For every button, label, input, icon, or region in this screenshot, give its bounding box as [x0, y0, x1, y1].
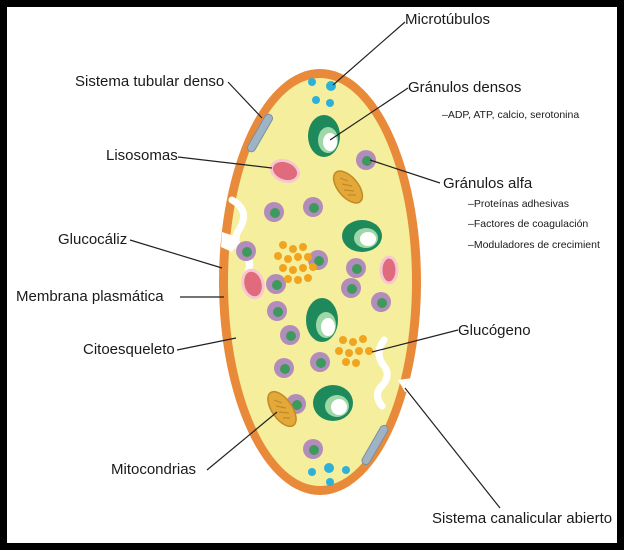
microtubule-dot: [326, 99, 334, 107]
microtubule-dot: [326, 81, 336, 91]
label-membrana-plasmatica: Membrana plasmática: [16, 289, 164, 304]
microtubule-dot: [312, 96, 320, 104]
label-microtubulos: Microtúbulos: [405, 12, 490, 27]
alpha-granule: [303, 439, 323, 459]
label-lisosomas: Lisosomas: [106, 148, 178, 163]
alpha-granule: [346, 258, 366, 278]
label-alfa-item: –Factores de coagulación: [468, 219, 588, 230]
alpha-granule: [356, 150, 376, 170]
alpha-granule: [266, 274, 286, 294]
alpha-granule: [274, 358, 294, 378]
label-granulos-densos: Gránulos densos: [408, 80, 521, 95]
label-glucogeno: Glucógeno: [458, 323, 531, 338]
label-sistema-canalicular-abierto: Sistema canalicular abierto: [432, 511, 612, 526]
alpha-granule: [280, 325, 300, 345]
label-citoesqueleto: Citoesqueleto: [83, 342, 175, 357]
microtubule-dot: [326, 478, 334, 486]
alpha-granule: [303, 197, 323, 217]
label-alfa-item: –Proteínas adhesivas: [468, 199, 569, 210]
alpha-granule: [341, 278, 361, 298]
microtubule-dot: [308, 468, 316, 476]
label-granulos-densos-contenido: –ADP, ATP, calcio, serotonina: [442, 110, 579, 121]
label-granulos-alfa: Gránulos alfa: [443, 176, 532, 191]
alpha-granule: [371, 292, 391, 312]
leader-canalicular: [405, 388, 500, 508]
label-mitocondrias: Mitocondrias: [111, 462, 196, 477]
leader-tubular-denso: [228, 82, 262, 118]
alpha-granule: [310, 352, 330, 372]
label-alfa-item: –Moduladores de crecimient: [468, 240, 600, 251]
leader-glucocaliz: [130, 240, 222, 268]
alpha-granule: [267, 301, 287, 321]
leader-microtubulos: [333, 22, 405, 85]
label-glucocaliz: Glucocáliz: [58, 232, 127, 247]
alpha-granule: [264, 202, 284, 222]
alpha-granule: [236, 241, 256, 261]
microtubule-dot: [342, 466, 350, 474]
lysosome: [381, 257, 397, 283]
microtubule-dot: [308, 78, 316, 86]
label-sistema-tubular-denso: Sistema tubular denso: [75, 74, 224, 89]
microtubule-dot: [324, 463, 334, 473]
